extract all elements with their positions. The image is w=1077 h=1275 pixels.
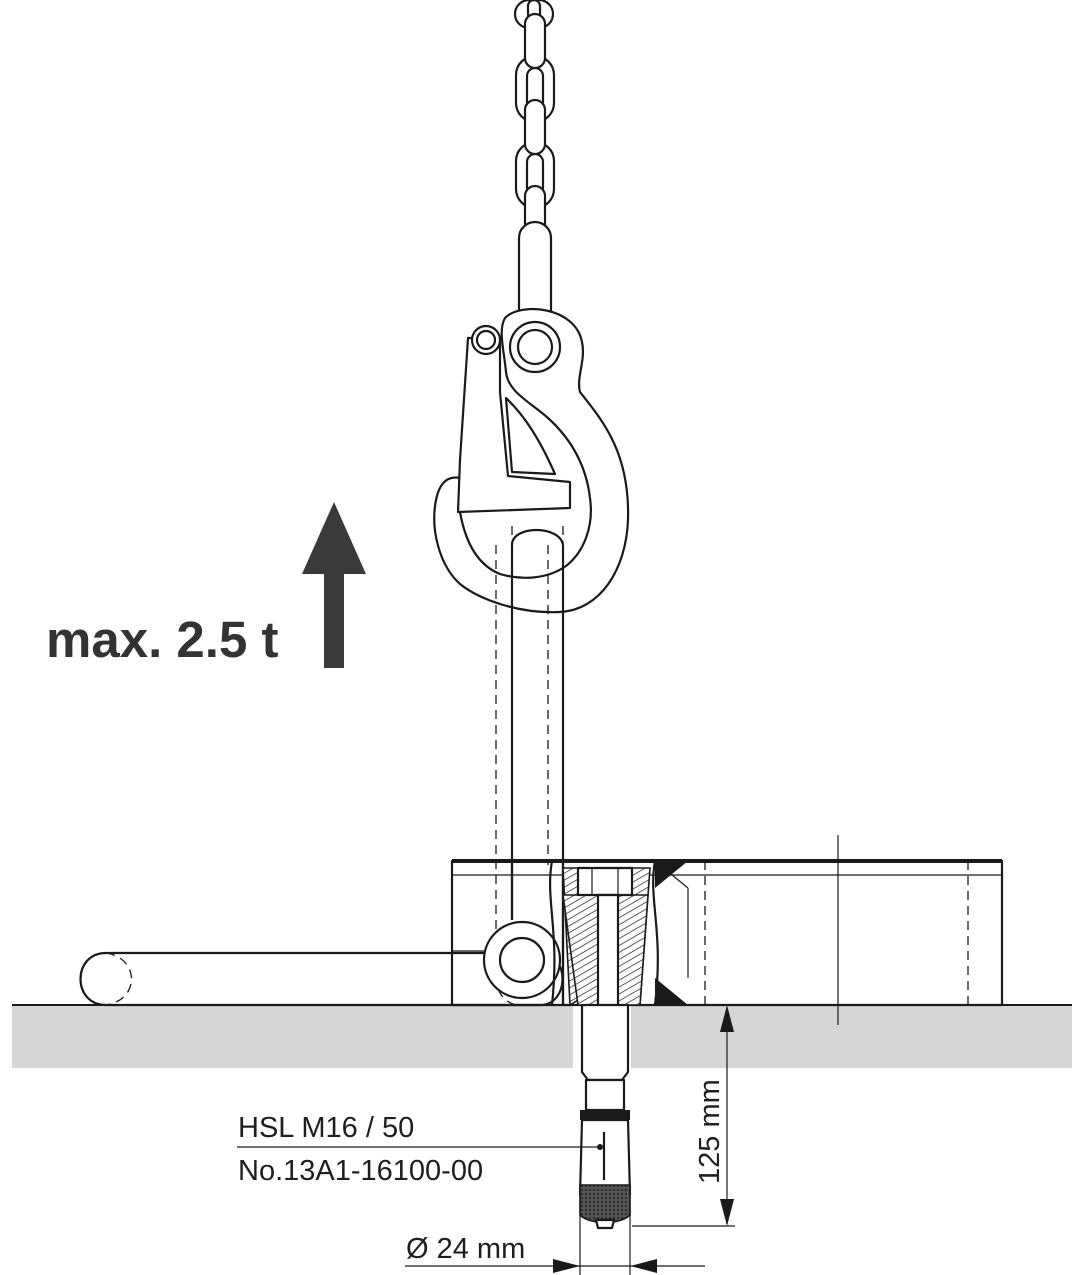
depth-label: 125 mm (694, 1079, 726, 1184)
base-block (450, 835, 1004, 1025)
up-arrow-icon (302, 502, 366, 668)
depth-dimension (632, 1005, 735, 1227)
anchor-number-label: No.13A1-16100-00 (238, 1155, 483, 1187)
crane-hook-icon (433, 307, 630, 614)
diameter-dimension (405, 1200, 705, 1275)
load-label: max. 2.5 t (46, 611, 278, 668)
anchor-label-leader (237, 1144, 603, 1150)
diameter-label: Ø 24 mm (406, 1233, 525, 1265)
anchor-bolt (562, 866, 651, 1230)
concrete-slab (12, 1004, 1072, 1068)
anchor-name-label: HSL M16 / 50 (238, 1112, 414, 1144)
